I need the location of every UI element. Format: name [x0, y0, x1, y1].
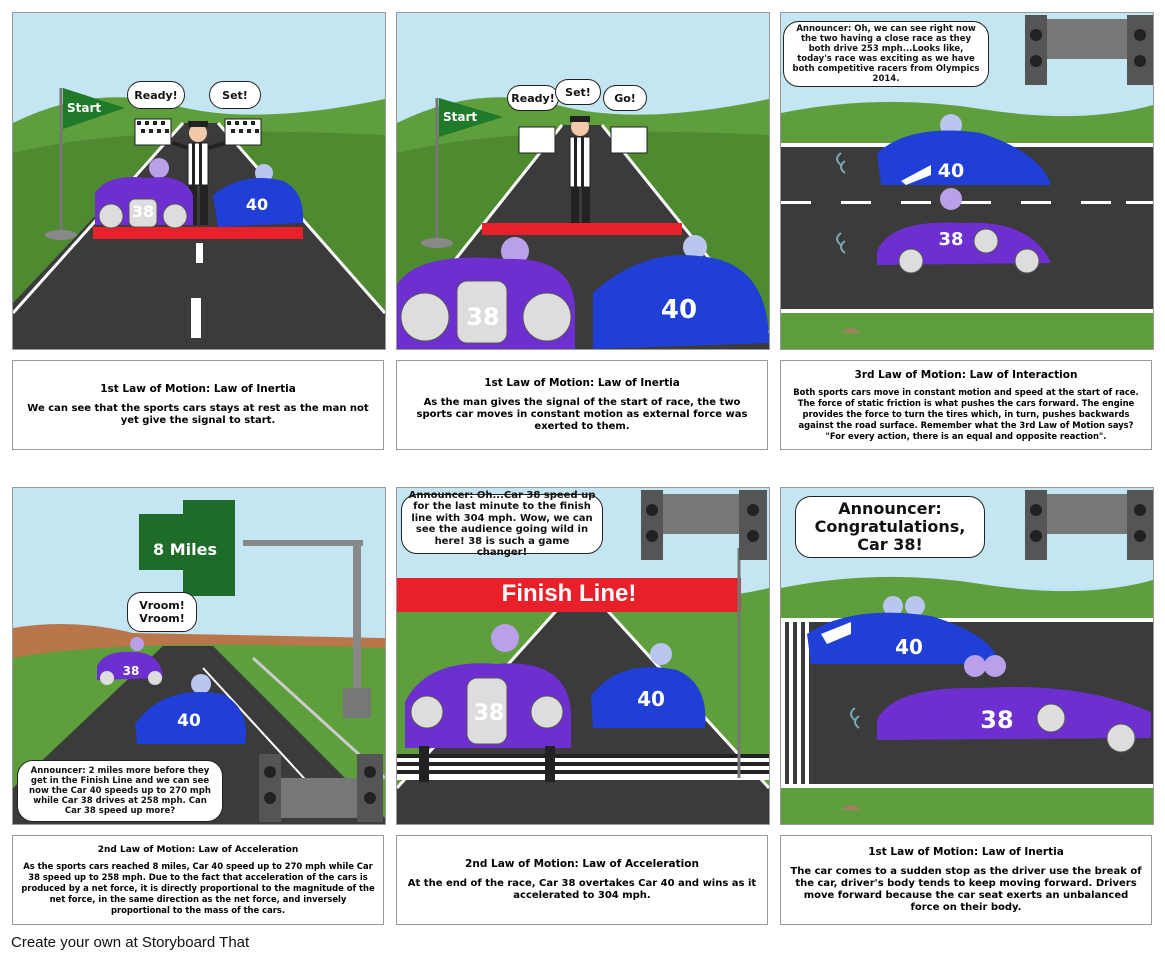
announcer-bubble: Announcer: 2 miles more before they get …	[17, 760, 223, 822]
panel-2: 38 40 Start Ready! Set! Go!	[396, 12, 770, 350]
ready-bubble: Ready!	[507, 85, 559, 111]
car-40-number: 40	[637, 687, 665, 711]
caption-3-title: 3rd Law of Motion: Law of Interaction	[854, 368, 1078, 381]
panel-6: 40 38 Announcer: Congratulations, Car 38…	[780, 487, 1154, 825]
caption-3-text: Both sports cars move in constant motion…	[793, 386, 1139, 441]
speaker	[1025, 15, 1153, 85]
car-38	[850, 655, 1151, 753]
panel-2-scene: 38 40	[397, 13, 769, 349]
panel-3: 40 38 Announcer: Oh, we can see right no…	[780, 12, 1154, 350]
start-line	[93, 227, 303, 239]
finish-banner	[397, 578, 741, 612]
caption-4-text: As the sports cars reached 8 miles, Car …	[21, 860, 375, 915]
panel-4: 38 40 8 Miles Vroom! Vroom! Announcer: 2…	[12, 487, 386, 825]
referee	[172, 121, 226, 225]
car-40	[591, 643, 706, 728]
car-38-number: 38	[466, 303, 499, 331]
caption-1-text: We can see that the sports cars stays at…	[27, 403, 369, 426]
start-flag	[439, 98, 503, 137]
car-40-number: 40	[938, 160, 964, 182]
mile-sign-label: 8 Miles	[153, 540, 217, 559]
car-40	[807, 596, 1001, 664]
car-40-number: 40	[246, 195, 268, 214]
car-40-number: 40	[895, 635, 923, 659]
panel-1: 38 40 Start Ready! Set!	[12, 12, 386, 350]
caption-6-text: The car comes to a sudden stop as the dr…	[790, 866, 1142, 913]
start-flag-label: Start	[67, 101, 102, 115]
caption-5-text: At the end of the race, Car 38 overtakes…	[407, 878, 757, 901]
caption-1-title: 1st Law of Motion: Law of Inertia	[100, 383, 296, 395]
caption-4-title: 2nd Law of Motion: Law of Acceleration	[97, 844, 299, 855]
car-38	[405, 624, 571, 782]
caption-4: 2nd Law of Motion: Law of Acceleration A…	[12, 835, 384, 925]
car-38	[836, 188, 1051, 274]
panel-4-scene: 38 40	[13, 488, 385, 824]
car-38-number: 38	[474, 701, 505, 726]
caption-1: 1st Law of Motion: Law of Inertia We can…	[12, 360, 384, 450]
start-flag-label: Start	[443, 110, 478, 124]
ready-bubble: Ready!	[127, 81, 185, 109]
set-bubble: Set!	[209, 81, 261, 109]
car-38-number: 38	[123, 664, 140, 678]
caption-2-text: As the man gives the signal of the start…	[416, 397, 748, 432]
caption-2-title: 1st Law of Motion: Law of Inertia	[484, 377, 680, 389]
car-40	[593, 235, 769, 349]
announcer-bubble: Announcer: Oh...Car 38 speed up for the …	[401, 490, 603, 558]
start-line	[482, 223, 682, 235]
car-38-number: 38	[938, 229, 963, 250]
car-38-number: 38	[980, 706, 1013, 734]
car-38	[397, 237, 576, 349]
caption-2: 1st Law of Motion: Law of Inertia As the…	[396, 360, 768, 450]
car-38	[95, 158, 193, 229]
set-bubble: Set!	[555, 79, 601, 105]
car-40	[213, 164, 304, 227]
car-40-number: 40	[661, 295, 697, 325]
caption-5-title: 2nd Law of Motion: Law of Acceleration	[465, 858, 699, 870]
car-38-number: 38	[132, 202, 154, 221]
go-bubble: Go!	[603, 85, 647, 111]
panel-1-scene: 38 40	[13, 13, 385, 349]
vroom-bubble: Vroom! Vroom!	[127, 592, 197, 632]
speaker	[641, 490, 767, 560]
finish-banner-label: Finish Line!	[501, 580, 637, 607]
car-40	[836, 114, 1051, 185]
announcer-bubble: Announcer: Oh, we can see right now the …	[783, 21, 989, 87]
caption-6-title: 1st Law of Motion: Law of Inertia	[868, 846, 1064, 858]
car-38	[97, 637, 163, 685]
caption-3: 3rd Law of Motion: Law of Interaction Bo…	[780, 360, 1152, 450]
announcer-bubble: Announcer: Congratulations, Car 38!	[795, 496, 985, 558]
referee	[569, 116, 591, 223]
start-flag	[63, 88, 125, 129]
caption-5: 2nd Law of Motion: Law of Acceleration A…	[396, 835, 768, 925]
speaker	[259, 754, 383, 822]
speaker	[1025, 490, 1153, 560]
caption-6: 1st Law of Motion: Law of Inertia The ca…	[780, 835, 1152, 925]
car-40	[135, 674, 247, 744]
storyboard-footer-link[interactable]: Create your own at Storyboard That	[11, 934, 250, 951]
panel-5: 38 40 Finish Line! Announcer: Oh...Car 3…	[396, 487, 770, 825]
car-40-number: 40	[177, 711, 201, 731]
